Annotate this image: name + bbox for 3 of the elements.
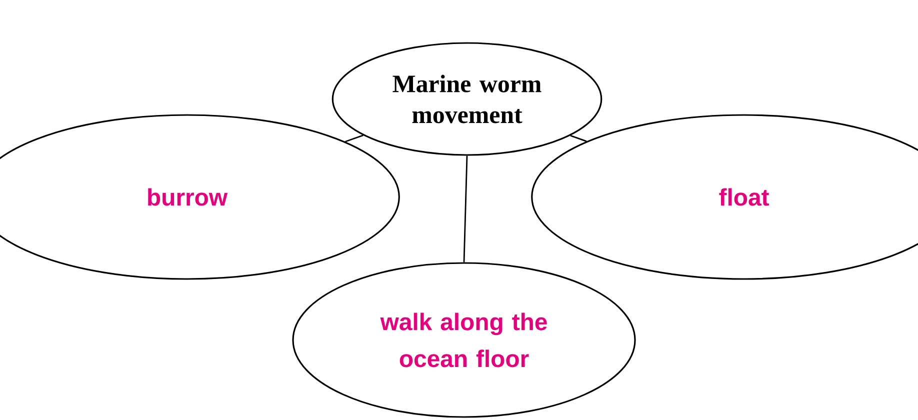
connector-line (463, 156, 468, 262)
connector-line (345, 134, 364, 142)
connector-line (570, 134, 587, 142)
